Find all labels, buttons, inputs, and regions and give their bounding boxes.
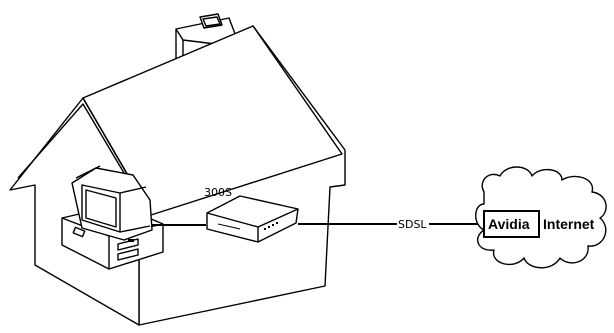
house-icon (9, 13, 346, 326)
computer-icon (61, 165, 164, 270)
cloud-icon (475, 166, 607, 269)
isp-label: Avidia (488, 216, 530, 232)
link-label-text: SDSL (398, 218, 427, 231)
modem-icon (206, 195, 299, 243)
cloud-label: Internet (543, 216, 595, 232)
device-label: 300S (204, 186, 232, 199)
isp-box (483, 210, 540, 238)
